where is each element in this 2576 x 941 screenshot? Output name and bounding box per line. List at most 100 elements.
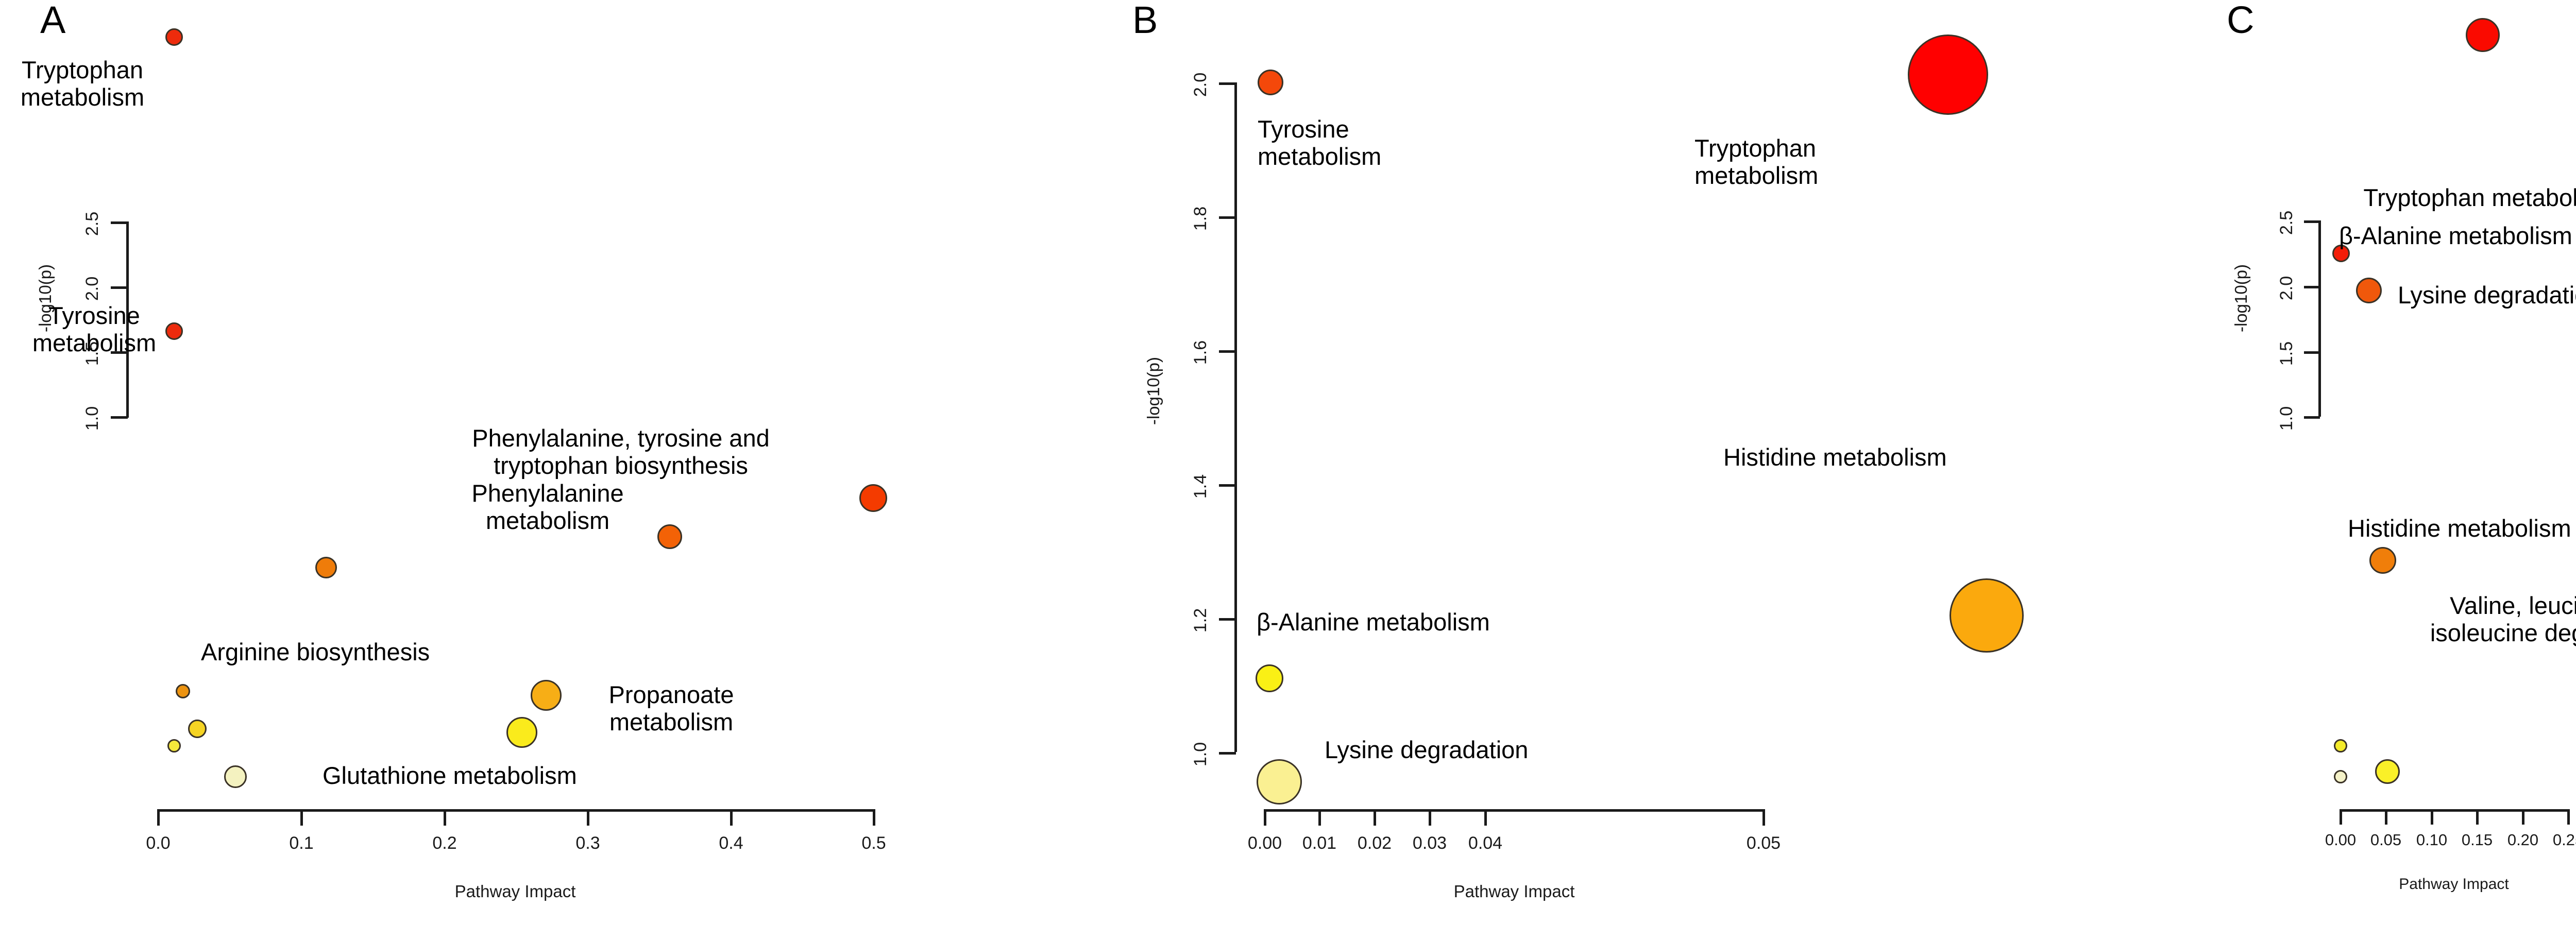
panel-b-x-tick-5 bbox=[1762, 809, 1765, 826]
panel-a-y-text-1.0: 1.0 bbox=[82, 406, 103, 431]
panel-b-x-label-2: 0.02 bbox=[1357, 833, 1392, 853]
panel-c: C 2.5 2.0 1.5 1.0 -log10(p) 0.00 0.05 0.… bbox=[2175, 0, 2576, 941]
panel-c-letter: C bbox=[2227, 0, 2255, 41]
bubble-phe-tyr-trp-biosynthesis[interactable] bbox=[859, 484, 887, 512]
panel-b-y-tick-1.4 bbox=[1219, 484, 1236, 487]
panel-b-y-tick-1.8 bbox=[1219, 216, 1236, 219]
panel-a-x-tick-4 bbox=[730, 809, 733, 826]
label-glutathione-metabolism: Glutathione metabolism bbox=[323, 762, 577, 789]
label-tryptophan-metabolism: Tryptophan metabolism bbox=[1694, 134, 1819, 189]
bubble-histidine-metabolism[interactable] bbox=[1950, 578, 2024, 653]
bubble-unlabeled-a3[interactable] bbox=[167, 739, 181, 752]
panel-c-y-label-1.5: 1.5 bbox=[2277, 341, 2297, 366]
panel-a-y-label-2.0: 2.0 bbox=[77, 276, 108, 301]
panel-b-letter: B bbox=[1132, 0, 1158, 41]
panel-b-y-label-1.2: 1.2 bbox=[1191, 608, 1211, 633]
panel-b-y-tick-1.6 bbox=[1219, 350, 1236, 353]
panel-a-y-label-1.0: 1.0 bbox=[77, 406, 108, 431]
bubble-arginine-biosynthesis[interactable] bbox=[315, 557, 337, 578]
panel-c-y-label-1.0: 1.0 bbox=[2277, 406, 2297, 431]
panel-c-x-tick-3 bbox=[2476, 809, 2479, 825]
bubble-lysine-degradation[interactable] bbox=[1257, 759, 1302, 805]
panel-c-x-label-5: 0.25 bbox=[2552, 831, 2576, 849]
panel-b-y-axis-line bbox=[1234, 82, 1237, 752]
label-phe-tyr-trp-biosynthesis: Phenylalanine, tyrosine and tryptophan b… bbox=[472, 424, 770, 479]
bubble-beta-alanine-metabolism[interactable] bbox=[2332, 245, 2350, 262]
label-lysine-degradation: Lysine degradation bbox=[2398, 281, 2576, 309]
bubble-tryptophan-metabolism[interactable] bbox=[1908, 35, 1988, 115]
panel-b-y-label-1.0: 1.0 bbox=[1191, 742, 1211, 767]
panel-b-y-tick-1.2 bbox=[1219, 618, 1236, 621]
panel-a: A 2.5 2.0 1.5 1.0 -log10(p) 0.0 0.1 0.2 … bbox=[0, 0, 1088, 941]
panel-b-y-axis-title: -log10(p) bbox=[1144, 356, 1163, 425]
panel-a-y-tick-2.5 bbox=[111, 221, 128, 224]
panel-c-y-axis-title: -log10(p) bbox=[2231, 264, 2251, 333]
bubble-unlabeled-c2[interactable] bbox=[2334, 770, 2347, 783]
panel-a-letter: A bbox=[40, 0, 66, 41]
bubble-unlabeled-a1[interactable] bbox=[176, 684, 190, 698]
panel-a-x-label-2: 0.2 bbox=[432, 833, 457, 853]
panel-b-x-tick-1 bbox=[1318, 809, 1321, 826]
panel-c-y-tick-1.5 bbox=[2304, 351, 2320, 354]
panel-c-x-tick-1 bbox=[2385, 809, 2387, 825]
panel-c-y-axis-line bbox=[2318, 220, 2321, 417]
panel-a-x-label-1: 0.1 bbox=[289, 833, 314, 853]
bubble-propanoate-metabolism[interactable] bbox=[531, 680, 562, 711]
panel-a-x-tick-3 bbox=[587, 809, 589, 826]
label-valine-leucine-isoleucine-degradation: Valine, leucine and isoleucine degradati… bbox=[2430, 592, 2576, 646]
panel-b-x-axis-line bbox=[1264, 809, 1765, 812]
panel-a-y-text-2.0: 2.0 bbox=[82, 276, 103, 301]
label-tryptophan-metabolism: Tryptophan metabolism bbox=[2363, 184, 2576, 211]
panel-a-x-tick-2 bbox=[444, 809, 446, 826]
label-propanoate-metabolism: Propanoate metabolism bbox=[608, 681, 734, 735]
panel-c-x-axis-title: Pathway Impact bbox=[2399, 876, 2509, 893]
panel-a-x-label-5: 0.5 bbox=[861, 833, 886, 853]
bubble-tryptophan-metabolism[interactable] bbox=[2466, 18, 2500, 52]
label-lysine-degradation: Lysine degradation bbox=[1325, 736, 1529, 763]
bubble-unlabeled-a4[interactable] bbox=[224, 765, 247, 788]
panel-a-y-text-2.5: 2.5 bbox=[82, 211, 103, 236]
panel-b-y-label-1.4: 1.4 bbox=[1191, 474, 1211, 499]
panel-a-y-tick-2.0 bbox=[111, 286, 128, 289]
panel-a-x-tick-1 bbox=[300, 809, 303, 826]
panel-b-y-tick-2.0 bbox=[1219, 82, 1236, 85]
bubble-unlabeled-a2[interactable] bbox=[188, 720, 207, 738]
panel-c-y-tick-2.0 bbox=[2304, 286, 2320, 288]
panel-a-y-tick-1.5 bbox=[111, 351, 128, 354]
bubble-phenylalanine-metabolism[interactable] bbox=[657, 524, 682, 549]
bubble-unlabeled-c1[interactable] bbox=[2334, 739, 2347, 752]
panel-a-y-label-2.5: 2.5 bbox=[77, 211, 108, 236]
panel-a-x-tick-0 bbox=[157, 809, 160, 826]
bubble-lysine-degradation[interactable] bbox=[2356, 278, 2382, 303]
bubble-beta-alanine-metabolism[interactable] bbox=[1256, 664, 1283, 692]
label-beta-alanine-metabolism: β-Alanine metabolism bbox=[2339, 222, 2572, 249]
panel-b-x-tick-4 bbox=[1484, 809, 1487, 826]
label-histidine-metabolism: Histidine metabolism bbox=[2348, 515, 2571, 542]
panel-c-x-label-1: 0.05 bbox=[2370, 831, 2402, 849]
bubble-valine-leucine-isoleucine-degradation[interactable] bbox=[2375, 759, 2400, 784]
panel-a-x-tick-5 bbox=[873, 809, 875, 826]
bubble-tyrosine-metabolism[interactable] bbox=[165, 322, 183, 340]
bubble-histidine-metabolism[interactable] bbox=[2369, 547, 2396, 574]
label-arginine-biosynthesis: Arginine biosynthesis bbox=[201, 638, 430, 665]
panel-c-y-label-2.5: 2.5 bbox=[2277, 210, 2297, 235]
panel-c-y-label-2.0: 2.0 bbox=[2277, 276, 2297, 301]
bubble-glutathione-metabolism[interactable] bbox=[506, 717, 537, 748]
panel-b-y-label-2.0: 2.0 bbox=[1191, 72, 1211, 97]
panel-b-x-tick-3 bbox=[1429, 809, 1431, 826]
panel-b-x-label-0: 0.00 bbox=[1247, 833, 1282, 853]
bubble-tyrosine-metabolism[interactable] bbox=[1258, 70, 1283, 95]
panel-c-x-tick-4 bbox=[2522, 809, 2524, 825]
panel-a-x-label-3: 0.3 bbox=[575, 833, 600, 853]
panel-b-x-tick-2 bbox=[1374, 809, 1376, 826]
panel-a-x-axis-line bbox=[157, 809, 874, 812]
panel-c-x-label-2: 0.10 bbox=[2416, 831, 2448, 849]
panel-c-x-axis-line bbox=[2340, 809, 2569, 812]
label-tryptophan-metabolism: Tryptophan metabolism bbox=[20, 56, 145, 111]
panel-b-y-tick-1.0 bbox=[1219, 752, 1236, 755]
label-tyrosine-metabolism: Tyrosine metabolism bbox=[32, 302, 157, 356]
panel-b-x-label-4: 0.04 bbox=[1468, 833, 1503, 853]
bubble-tryptophan-metabolism[interactable] bbox=[165, 28, 183, 46]
panel-b: B 2.0 1.8 1.6 1.4 1.2 1.0 -log10(p) 0.00… bbox=[1088, 0, 2175, 941]
